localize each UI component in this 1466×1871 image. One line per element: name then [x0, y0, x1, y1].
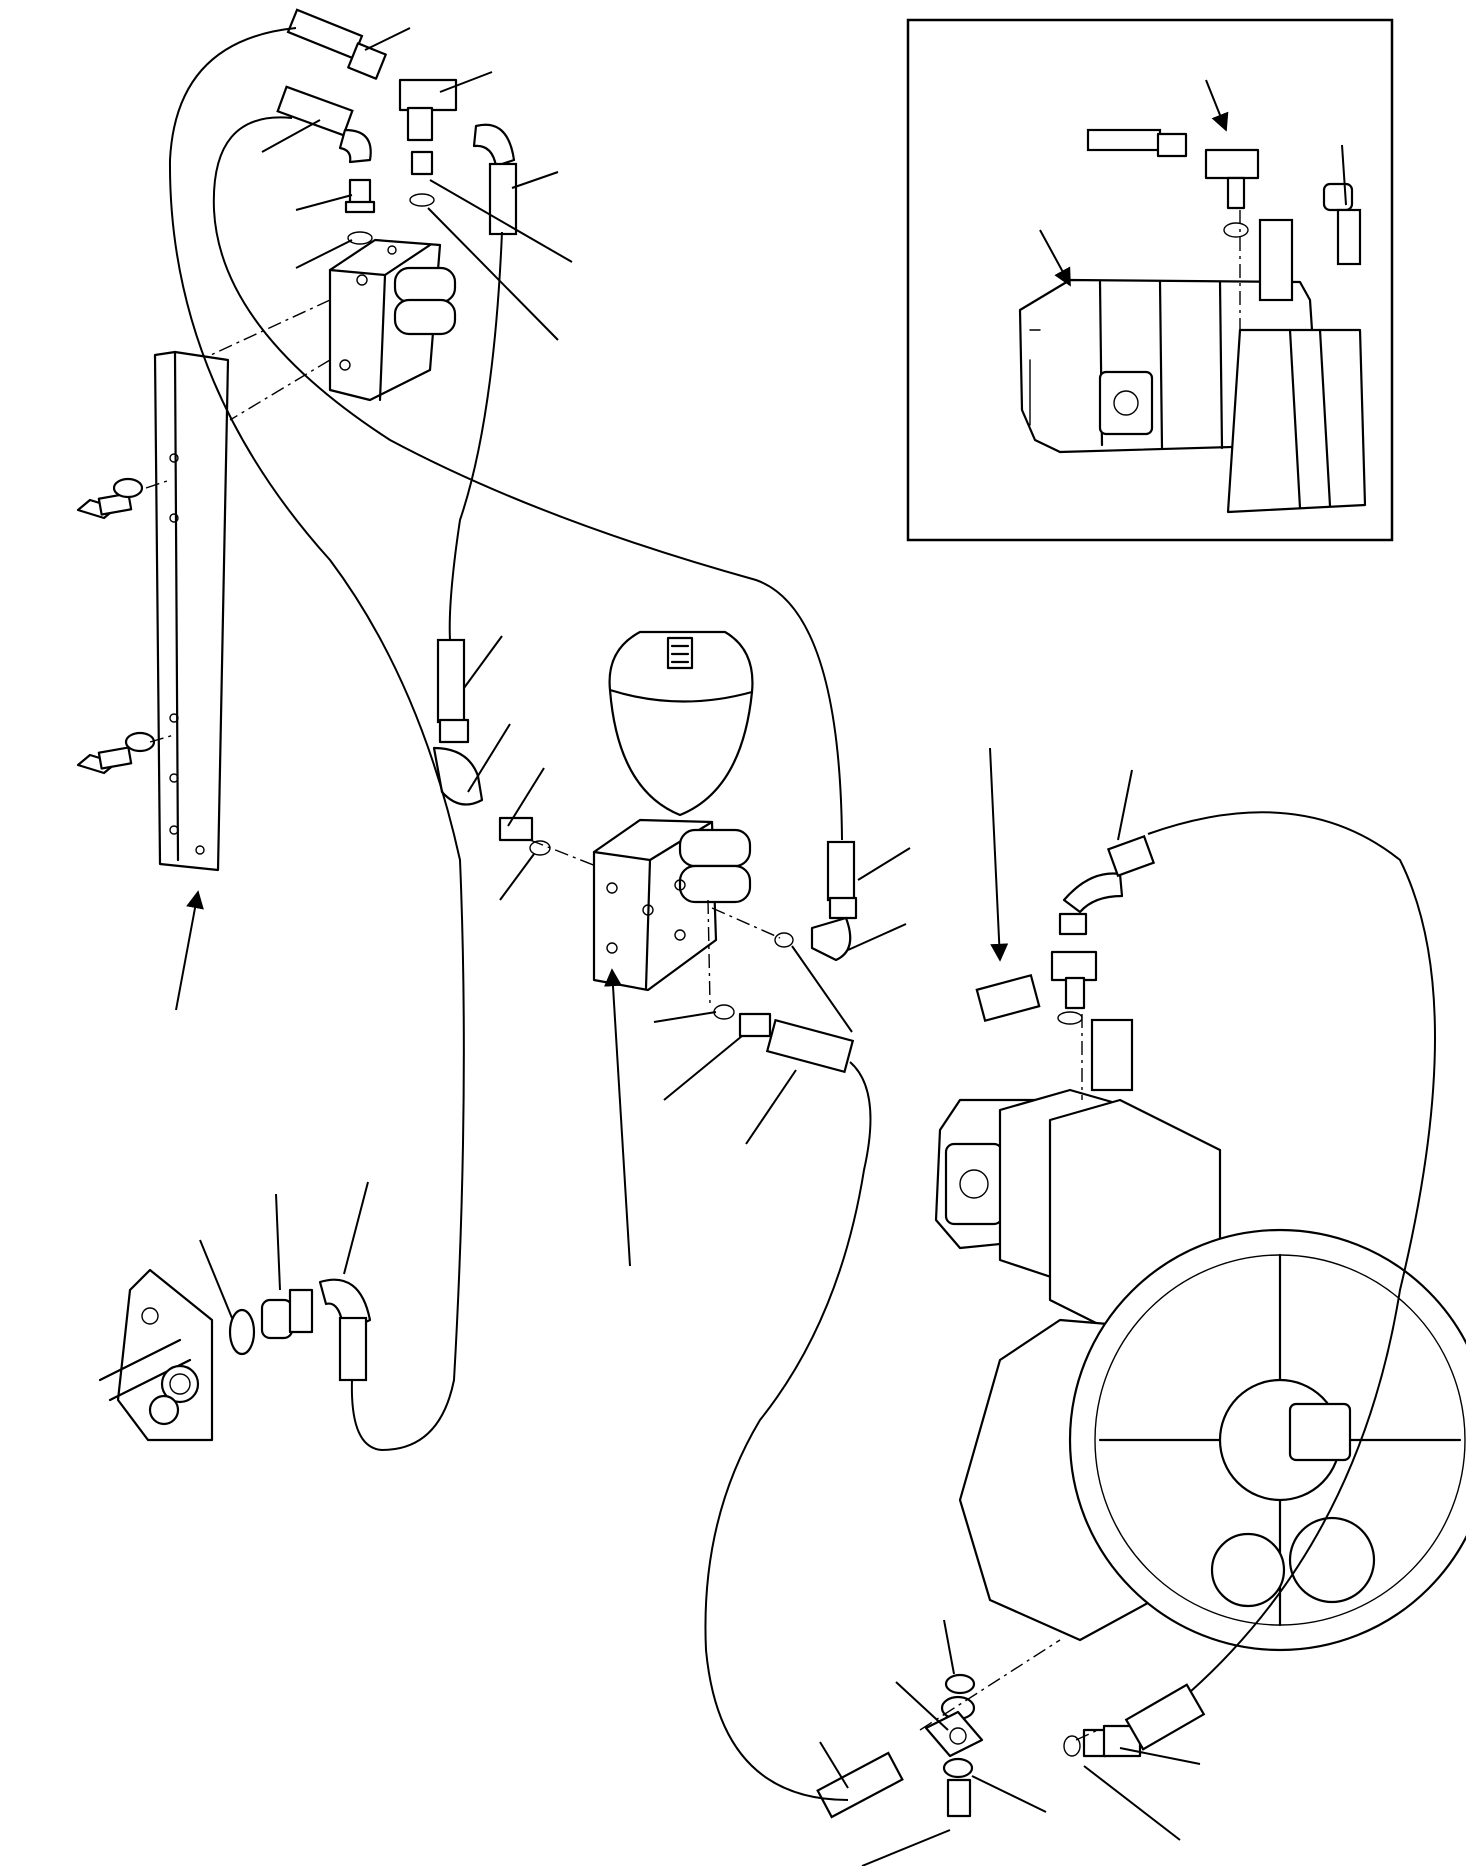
- inset-tee: [1204, 148, 1260, 180]
- pump-assembly: [816, 747, 1466, 1867]
- inset-nut-left: [1156, 132, 1188, 158]
- lower-left-port: [98, 1181, 372, 1442]
- inset-tee-stem: [1226, 176, 1246, 210]
- inset-pump: [1018, 278, 1367, 514]
- inset-detail: [906, 18, 1394, 542]
- mounting-bracket: [76, 350, 230, 1011]
- upper-valve-block: [199, 8, 573, 421]
- inset-leader-elbow: [1341, 144, 1347, 206]
- inset-hose-vertical: [1258, 218, 1294, 302]
- inset-arrow-tee: [1205, 79, 1229, 132]
- accumulator-valve-assembly: [432, 630, 911, 1267]
- upper-tee: [398, 78, 458, 112]
- accumulator: [608, 630, 754, 817]
- hose-lines: [168, 27, 1436, 1801]
- arrow-bracket: [175, 890, 204, 1011]
- arrow-valve-block: [603, 968, 631, 1267]
- inset-arrow-pump: [1039, 229, 1071, 287]
- arrow-pump-tee: [989, 747, 1009, 962]
- inset-hose-left: [1086, 128, 1162, 152]
